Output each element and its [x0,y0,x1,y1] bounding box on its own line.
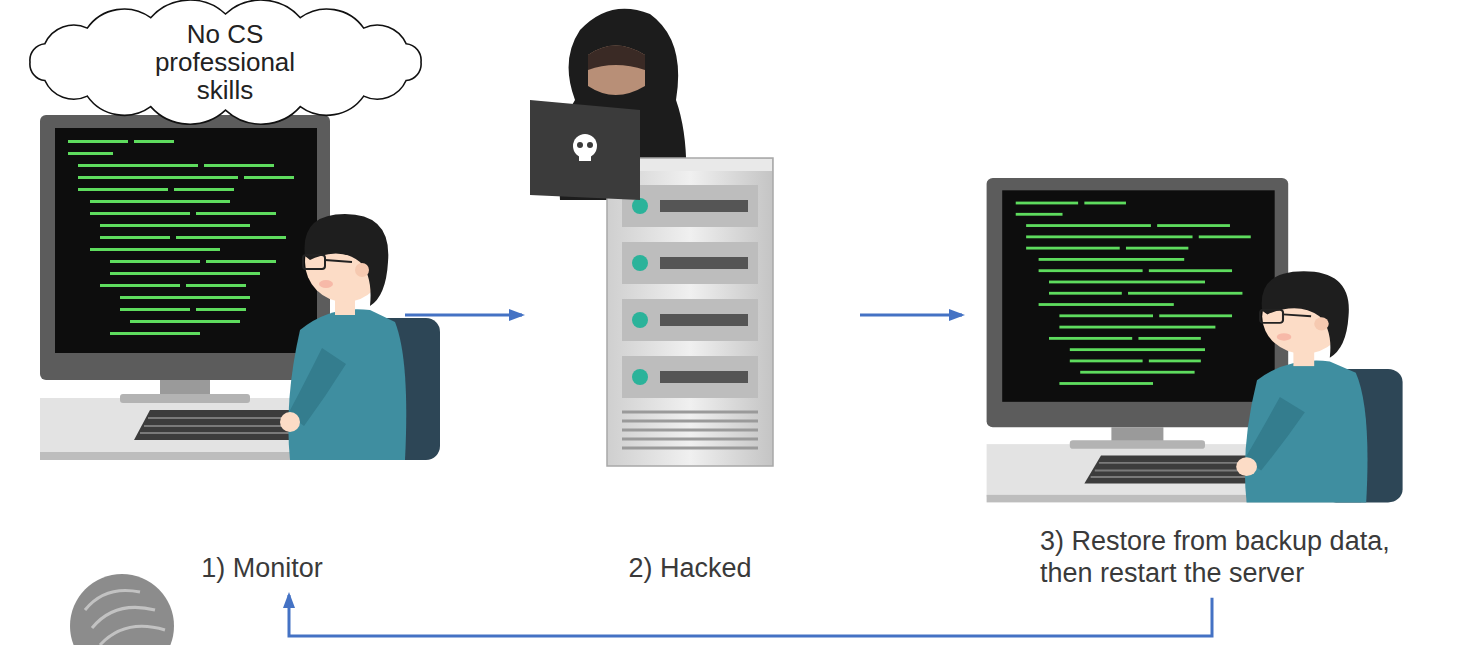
step-group: 2) Hacked [522,2,860,595]
flow-arrow [860,314,962,317]
thought-cloud: No CS professional skills [18,2,433,122]
flow-arrow [405,314,522,317]
step-group: 3) Restore from backup data, then restar… [962,170,1470,598]
thought-text: No CS professional skills [138,20,313,104]
operator-figure [987,178,1403,502]
cloud-shape [29,0,420,124]
server-figure [607,158,773,466]
flow-arrow [289,595,1212,636]
step-group: 1) Monitor [40,105,405,595]
laptop-figure [530,100,640,200]
elder-figure [70,574,174,645]
step-label: 2) Hacked [628,552,751,584]
operator-figure [40,115,440,460]
step-label: 3) Restore from backup data, then restar… [1040,525,1430,590]
step-label: 1) Monitor [201,552,323,584]
